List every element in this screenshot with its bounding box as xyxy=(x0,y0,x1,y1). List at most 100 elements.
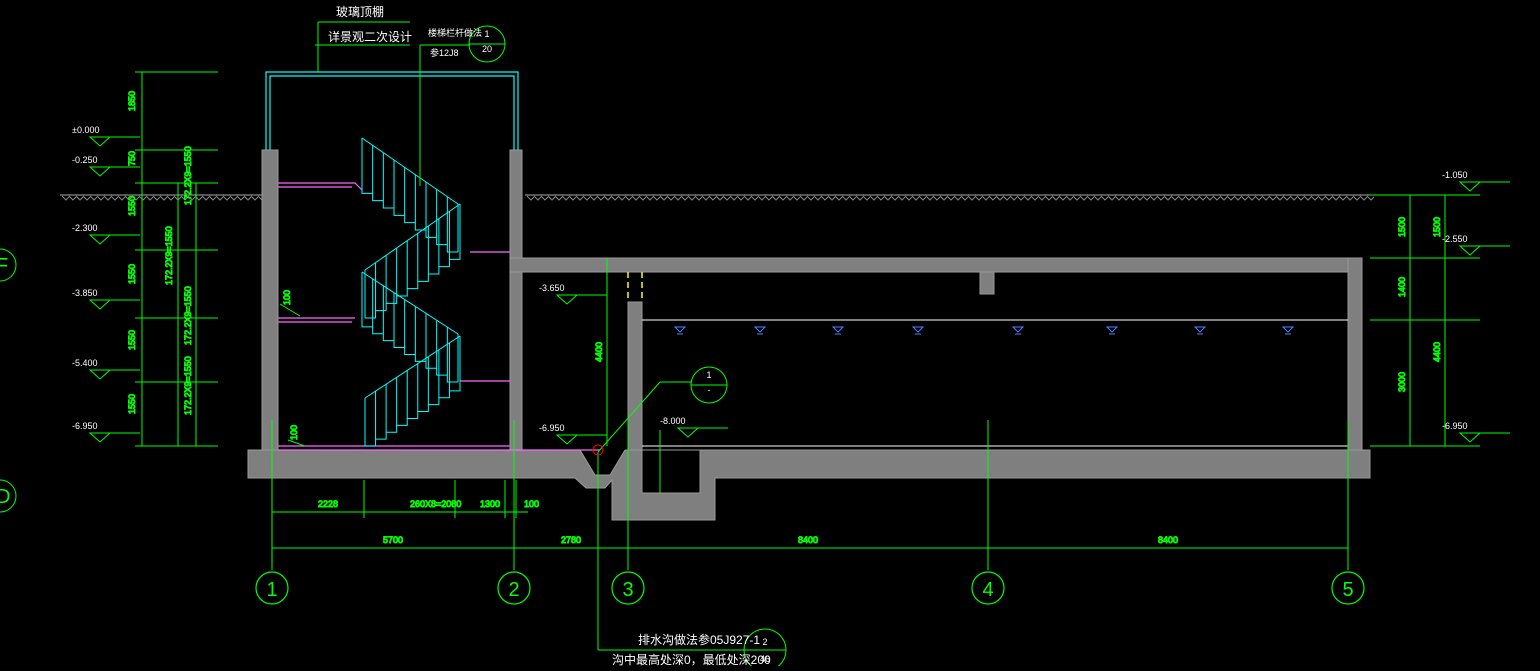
left-wall xyxy=(261,149,279,451)
level-left-3-triangle xyxy=(88,299,112,310)
dim-bottom-value: 2228 xyxy=(318,499,338,509)
hatch-mark xyxy=(1338,195,1347,201)
hatch-mark xyxy=(855,195,864,201)
stair-right-wall xyxy=(509,149,523,451)
railing-bubble-bottom: 20 xyxy=(482,44,492,54)
dim-left-value: 1550 xyxy=(127,394,137,414)
level-right-0-triangle xyxy=(1458,181,1482,192)
hatch-mark xyxy=(152,195,161,201)
hatch-mark xyxy=(673,195,682,201)
hatch-mark xyxy=(932,195,941,201)
hatch-mark xyxy=(1254,195,1263,201)
dim-bottom-value: 8400 xyxy=(1158,535,1178,545)
ground-hatch-marks xyxy=(61,195,1375,201)
hatch-mark xyxy=(1107,195,1116,201)
drain-title: 排水沟做法参05J927-1 xyxy=(638,632,760,647)
hatch-mark xyxy=(236,195,245,201)
hatch-mark xyxy=(61,195,70,201)
hatch-mark xyxy=(547,195,556,201)
axis-bubble-3 xyxy=(611,571,645,605)
water-level-markers xyxy=(673,326,1295,335)
axis-bubble-1 xyxy=(255,571,289,605)
level-left-5: -6.950 xyxy=(72,421,98,431)
hatch-mark xyxy=(1100,195,1109,201)
hatch-mark xyxy=(568,195,577,201)
drain-subtitle: 沟中最高处深0，最低处深200 xyxy=(612,652,771,666)
stair-flight-4 xyxy=(365,384,461,447)
hatch-mark xyxy=(946,195,955,201)
edge-bubble-F xyxy=(0,248,17,282)
dim-right-value: 1500 xyxy=(1397,217,1407,237)
hatch-mark xyxy=(1359,195,1368,201)
dim-left-value: 1550 xyxy=(127,264,137,284)
hatch-mark xyxy=(180,195,189,201)
edge-label-D: D xyxy=(0,486,10,508)
level-left-5-triangle xyxy=(88,432,112,443)
hatch-mark xyxy=(1233,195,1242,201)
canopy-title: 玻璃顶棚 xyxy=(336,4,384,19)
stair-flight-3 xyxy=(361,320,458,383)
stair-flight-2 xyxy=(365,252,461,319)
level-inner-2-triangle xyxy=(676,427,700,438)
water-marker xyxy=(911,326,925,333)
dim-stair-value: 172.2X9=1550 xyxy=(183,286,193,345)
concrete-structure xyxy=(247,149,1371,521)
hatch-mark xyxy=(166,195,175,201)
hatch-mark xyxy=(1002,195,1011,201)
staircase xyxy=(361,137,461,447)
small-dim-value: 100 xyxy=(282,290,292,305)
hatch-mark xyxy=(1247,195,1256,201)
hatch-mark xyxy=(596,195,605,201)
level-left-2-triangle xyxy=(88,234,112,245)
hatch-mark xyxy=(1317,195,1326,201)
stair-flight-1 xyxy=(361,186,458,253)
dim-stair-value: 172.2X9=1550 xyxy=(183,146,193,205)
hatch-mark xyxy=(904,195,913,201)
hatch-mark xyxy=(953,195,962,201)
hatch-mark xyxy=(708,195,717,201)
hatch-mark xyxy=(897,195,906,201)
hatch-mark xyxy=(215,195,224,201)
hatch-mark xyxy=(1037,195,1046,201)
level-right-2-triangle xyxy=(1458,432,1482,443)
dim-left-value: 1550 xyxy=(127,196,137,216)
right-wall xyxy=(1347,257,1363,451)
hatch-mark xyxy=(68,195,77,201)
hatch-mark xyxy=(208,195,217,201)
dim-inner-value: 4400 xyxy=(594,342,604,362)
hatch-mark xyxy=(911,195,920,201)
hatch-mark xyxy=(1296,195,1305,201)
level-right-0: -1.050 xyxy=(1442,170,1468,180)
hatch-mark xyxy=(645,195,654,201)
hatch-mark xyxy=(743,195,752,201)
hatch-mark xyxy=(1303,195,1312,201)
water-marker xyxy=(1105,326,1119,333)
level-right-1: -2.550 xyxy=(1442,234,1468,244)
level-inner-1: -6.950 xyxy=(539,423,565,433)
hatch-mark xyxy=(229,195,238,201)
edge-bubble-D xyxy=(0,479,17,513)
detail-bubble-top: 1 xyxy=(706,370,711,380)
axis-bubble-5 xyxy=(1331,571,1365,605)
water-marker xyxy=(1281,326,1295,333)
dim-left-value: 750 xyxy=(127,151,137,166)
hatch-mark xyxy=(1030,195,1039,201)
hatch-mark xyxy=(1282,195,1291,201)
hatch-mark xyxy=(1086,195,1095,201)
hatch-mark xyxy=(582,195,591,201)
level-right-1-triangle xyxy=(1458,245,1482,256)
hatch-mark xyxy=(1240,195,1249,201)
level-inner-0-triangle xyxy=(555,294,579,305)
base-slab xyxy=(247,449,1371,521)
hatch-mark xyxy=(701,195,710,201)
inner-wall xyxy=(627,301,643,451)
hatch-mark xyxy=(222,195,231,201)
hatch-mark xyxy=(652,195,661,201)
detail-bubble-bottom: - xyxy=(708,385,711,395)
dim-left-value: 1550 xyxy=(127,330,137,350)
dim-right-value: 4400 xyxy=(1432,342,1442,362)
drain-bubble-bottom: 46 xyxy=(760,654,770,664)
hatch-mark xyxy=(1289,195,1298,201)
level-left-1: -0.250 xyxy=(72,155,98,165)
